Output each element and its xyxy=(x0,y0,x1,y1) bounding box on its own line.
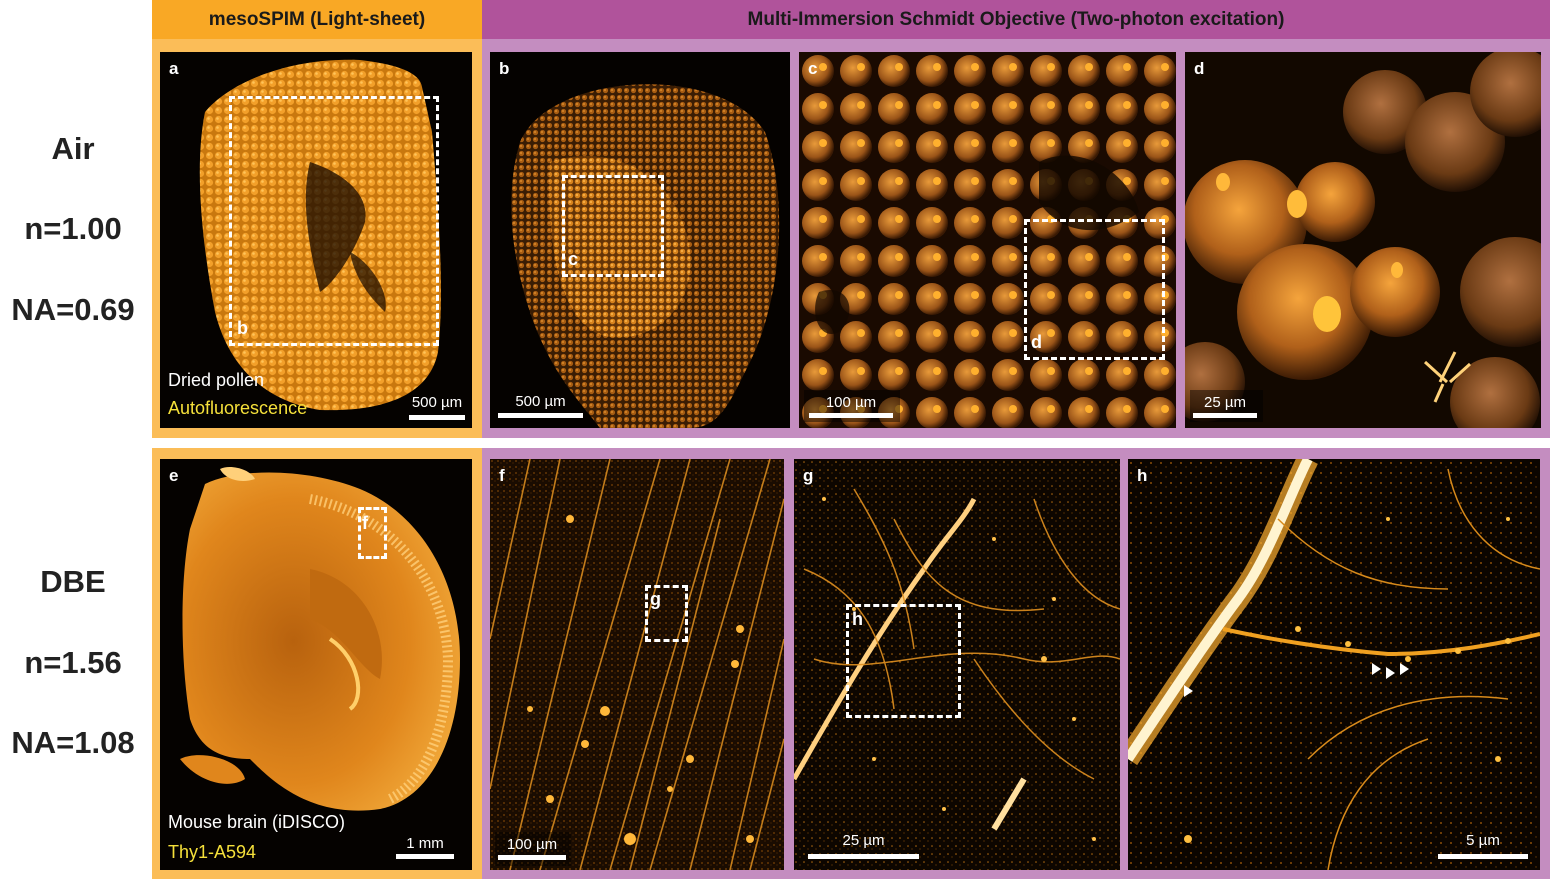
scalebar-h xyxy=(1438,854,1528,859)
row-dbe-refractive-index: n=1.56 xyxy=(24,645,122,680)
pollen-two-photon-image xyxy=(511,84,780,428)
panel-a-pollen-overview: a b Dried pollen Autofluorescence 500 µm xyxy=(160,52,472,428)
pollen-overview-image xyxy=(199,59,441,411)
cortex-neurons-image xyxy=(490,459,784,870)
scalebar-label-c: 100 µm xyxy=(825,394,877,411)
panel-label-b: b xyxy=(499,59,510,78)
scalebar-label-h: 5 µm xyxy=(1466,832,1500,849)
spine-arrowhead-2 xyxy=(1372,663,1381,675)
scalebar-label-f: 100 µm xyxy=(506,836,558,853)
sample-name-dried-pollen: Dried pollen xyxy=(168,370,265,390)
scalebar-g xyxy=(808,854,919,859)
inset-label-b: b xyxy=(237,318,248,338)
row-dbe-medium: DBE xyxy=(40,564,106,599)
inset-box-h xyxy=(846,604,961,718)
pollen-grains-image xyxy=(799,52,1176,428)
panel-b-pollen-overview: b c 500 µm xyxy=(490,52,790,428)
panel-label-e: e xyxy=(169,466,179,485)
inset-label-g: g xyxy=(650,589,661,609)
inset-box-g xyxy=(645,585,688,642)
scalebar-label-d: 25 µm xyxy=(1204,394,1246,411)
panel-label-f: f xyxy=(499,466,505,485)
panel-h-dendritic-spines: h 5 µm xyxy=(1128,459,1540,870)
schmidt-objective-header: Multi-Immersion Schmidt Objective (Two-p… xyxy=(482,0,1550,39)
spine-arrowhead-3 xyxy=(1386,667,1395,679)
panel-g-dendrites: g h 25 µm xyxy=(794,459,1120,870)
row-air-numerical-aperture: NA=0.69 xyxy=(11,292,135,327)
sample-name-mouse-brain: Mouse brain (iDISCO) xyxy=(168,812,346,832)
scalebar-label-b: 500 µm xyxy=(515,393,566,410)
scalebar-d xyxy=(1193,413,1257,418)
mouse-brain-section-image xyxy=(180,467,460,811)
pollen-closeup-image xyxy=(1185,52,1541,428)
inset-box-c xyxy=(562,175,664,277)
panel-label-g: g xyxy=(803,466,814,485)
spine-arrowhead-4 xyxy=(1400,663,1409,675)
spine-arrowhead-1 xyxy=(1184,685,1193,697)
panel-c-pollen-grains: c d 100 µm xyxy=(799,52,1176,428)
scalebar-f xyxy=(498,855,566,860)
inset-label-f: f xyxy=(362,513,368,533)
stain-autofluorescence: Autofluorescence xyxy=(168,398,308,418)
scalebar-c xyxy=(809,413,893,418)
panel-label-h: h xyxy=(1137,466,1148,485)
scalebar-background-f xyxy=(495,832,571,866)
panel-label-d: d xyxy=(1194,59,1205,78)
scalebar-a xyxy=(409,415,465,420)
inset-box-b xyxy=(229,96,439,346)
panel-label-c: c xyxy=(808,59,818,78)
row-air-medium: Air xyxy=(51,131,95,166)
inset-label-h: h xyxy=(852,609,863,629)
mesospim-header: mesoSPIM (Light-sheet) xyxy=(152,0,482,39)
stain-thy1-a594: Thy1-A594 xyxy=(168,842,257,862)
scalebar-label-a: 500 µm xyxy=(411,394,463,411)
panel-d-pollen-closeup: d 25 µm xyxy=(1185,52,1541,428)
scalebar-e xyxy=(396,854,454,859)
row-air-refractive-index: n=1.00 xyxy=(24,211,122,246)
row-dbe-numerical-aperture: NA=1.08 xyxy=(11,725,135,760)
scalebar-b xyxy=(498,413,583,418)
inset-label-d: d xyxy=(1031,332,1042,352)
inset-box-d xyxy=(1024,219,1165,360)
scalebar-label-g: 25 µm xyxy=(842,832,885,849)
dendritic-spines-image xyxy=(1128,459,1540,870)
inset-label-c: c xyxy=(568,249,579,269)
panel-f-cortex-neurons: f g 100 µm xyxy=(490,459,784,870)
panel-e-brain-overview: e f Mouse brain (iDISCO) Thy1-A594 1 mm xyxy=(160,459,472,870)
inset-box-f xyxy=(358,507,387,559)
scalebar-label-e: 1 mm xyxy=(406,835,444,852)
panel-label-a: a xyxy=(169,59,179,78)
